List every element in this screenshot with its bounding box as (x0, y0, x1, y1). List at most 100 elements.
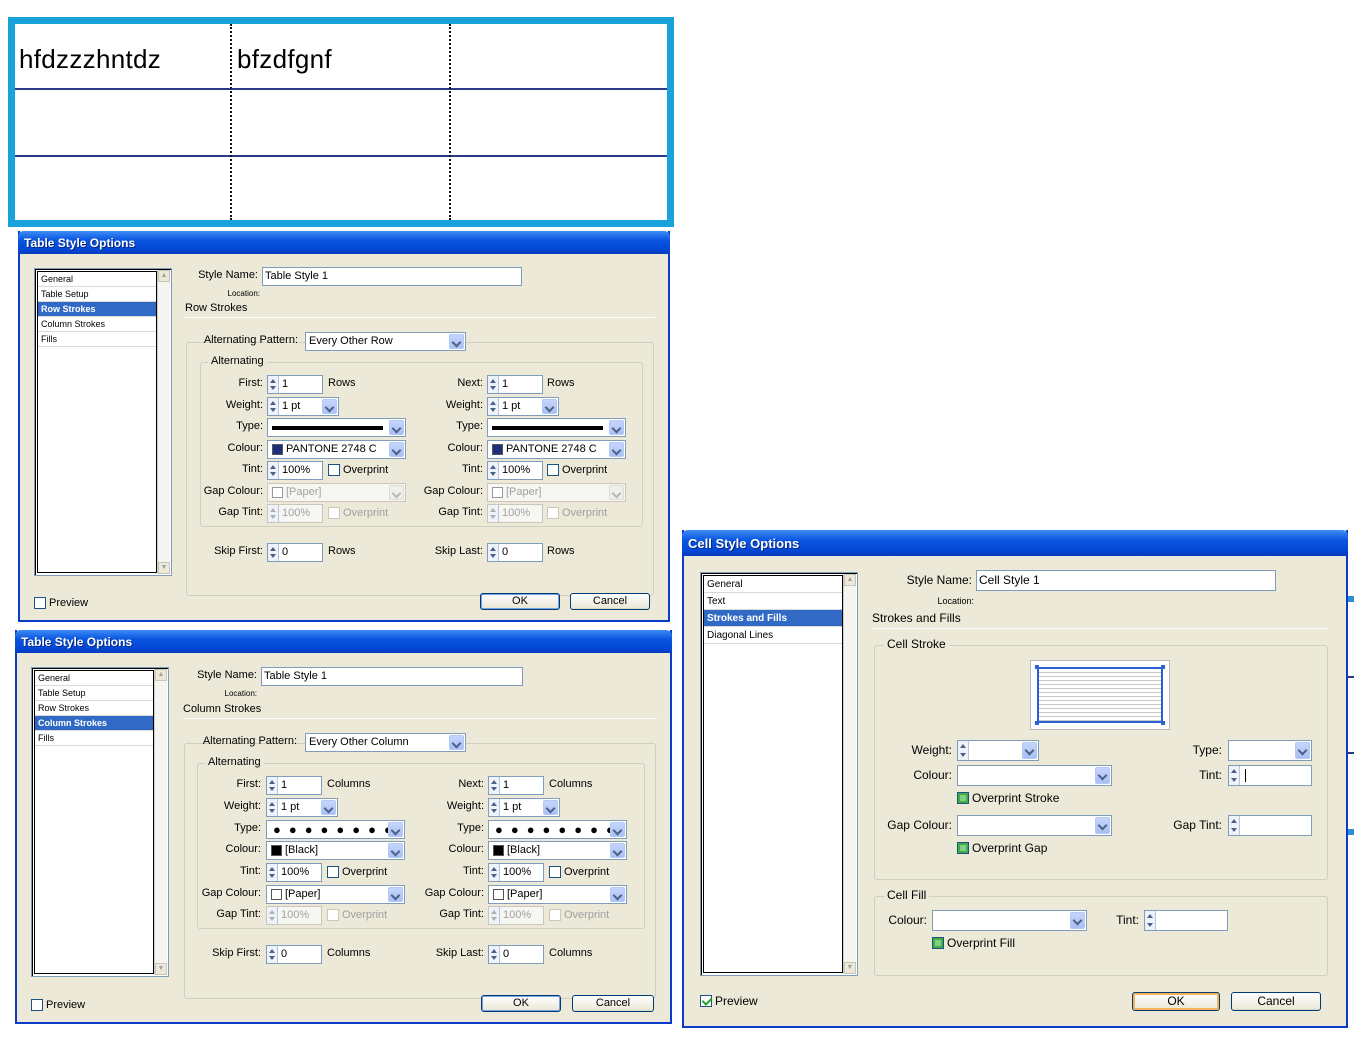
list-scrollbar[interactable]: ▲ ▼ (843, 574, 856, 974)
chevron-down-icon[interactable] (449, 334, 464, 349)
style-name-input[interactable]: Table Style 1 (262, 267, 522, 286)
scroll-down-arrow-icon[interactable]: ▼ (155, 963, 167, 975)
skip-first-stepper[interactable]: 0 (267, 543, 323, 562)
colour-select[interactable]: [Black] (488, 841, 627, 860)
chevron-down-icon[interactable] (321, 800, 336, 815)
weight-stepper[interactable] (957, 740, 1039, 761)
table-cell[interactable]: hfdzzzhntdz (19, 44, 162, 74)
ok-button[interactable]: OK (1132, 992, 1220, 1011)
next-stepper[interactable]: 1 (487, 375, 543, 394)
type-select[interactable]: ●●●●●●●● (488, 820, 627, 839)
ok-button[interactable]: OK (481, 995, 561, 1012)
tint-stepper[interactable] (1228, 765, 1312, 786)
chevron-down-icon[interactable] (1070, 912, 1085, 929)
gap-tint-stepper[interactable]: 100% (266, 906, 322, 925)
gap-tint-stepper[interactable] (1228, 815, 1312, 836)
category-table-setup[interactable]: Table Setup (35, 686, 153, 701)
fill-tint-stepper[interactable] (1144, 910, 1228, 931)
chevron-down-icon[interactable] (1095, 817, 1110, 834)
type-select[interactable] (487, 418, 626, 437)
chevron-down-icon[interactable] (609, 442, 624, 457)
weight-stepper[interactable]: 1 pt (266, 798, 338, 817)
proxy-handle[interactable] (1035, 665, 1039, 669)
first-stepper[interactable]: 1 (267, 375, 323, 394)
colour-select[interactable] (957, 765, 1112, 786)
category-text[interactable]: Text (704, 593, 842, 610)
chevron-down-icon[interactable] (388, 822, 403, 837)
style-name-input[interactable]: Table Style 1 (261, 667, 523, 686)
chevron-down-icon[interactable] (610, 822, 625, 837)
category-column-strokes[interactable]: Column Strokes (35, 716, 153, 731)
scroll-down-arrow-icon[interactable]: ▼ (158, 562, 170, 574)
chevron-down-icon[interactable] (1095, 767, 1110, 784)
chevron-down-icon[interactable] (609, 420, 624, 435)
alternating-pattern-select[interactable]: Every Other Row (305, 332, 466, 351)
category-list[interactable]: General Table Setup Row Strokes Column S… (34, 268, 172, 576)
colour-select[interactable]: PANTONE 2748 C (267, 440, 406, 459)
chevron-down-icon[interactable] (543, 800, 558, 815)
category-table-setup[interactable]: Table Setup (38, 287, 156, 302)
weight-stepper[interactable]: 1 pt (488, 798, 560, 817)
table-cell[interactable]: bfzdfgnf (237, 44, 332, 74)
category-column-strokes[interactable]: Column Strokes (38, 317, 156, 332)
list-scrollbar[interactable]: ▲ ▼ (154, 669, 167, 975)
stroke-proxy[interactable] (1030, 660, 1170, 730)
category-general[interactable]: General (38, 272, 156, 287)
category-list[interactable]: General Table Setup Row Strokes Column S… (31, 667, 169, 977)
skip-first-stepper[interactable]: 0 (266, 945, 322, 964)
tint-stepper[interactable]: 100% (488, 863, 544, 882)
scroll-up-arrow-icon[interactable]: ▲ (155, 669, 167, 681)
proxy-handle[interactable] (1161, 721, 1165, 725)
chevron-down-icon[interactable] (542, 399, 557, 414)
category-fills[interactable]: Fills (35, 731, 153, 746)
category-fills[interactable]: Fills (38, 332, 156, 347)
tint-stepper[interactable]: 100% (487, 461, 543, 480)
tint-stepper[interactable]: 100% (266, 863, 322, 882)
chevron-down-icon[interactable] (449, 735, 464, 750)
chevron-down-icon[interactable] (389, 420, 404, 435)
gap-colour-select[interactable]: [Paper] (267, 483, 406, 502)
gap-colour-select[interactable] (957, 815, 1112, 836)
chevron-down-icon[interactable] (388, 843, 403, 858)
type-select[interactable]: ●●●●●●●● (266, 820, 405, 839)
gap-colour-select[interactable]: [Paper] (266, 885, 405, 904)
tint-stepper[interactable]: 100% (267, 461, 323, 480)
cancel-button[interactable]: Cancel (572, 995, 654, 1012)
scroll-down-arrow-icon[interactable]: ▼ (844, 962, 856, 974)
proxy-handle[interactable] (1161, 665, 1165, 669)
category-row-strokes[interactable]: Row Strokes (35, 701, 153, 716)
alternating-pattern-select[interactable]: Every Other Column (305, 733, 466, 752)
first-stepper[interactable]: 1 (266, 776, 322, 795)
gap-tint-stepper[interactable]: 100% (267, 504, 323, 523)
weight-stepper[interactable]: 1 pt (487, 397, 559, 416)
chevron-down-icon[interactable] (610, 843, 625, 858)
scroll-up-arrow-icon[interactable]: ▲ (844, 574, 856, 586)
skip-last-stepper[interactable]: 0 (487, 543, 543, 562)
chevron-down-icon[interactable] (610, 887, 625, 902)
proxy-handle[interactable] (1035, 721, 1039, 725)
skip-last-stepper[interactable]: 0 (488, 945, 544, 964)
category-general[interactable]: General (704, 576, 842, 593)
gap-colour-select[interactable]: [Paper] (487, 483, 626, 502)
scroll-up-arrow-icon[interactable]: ▲ (158, 270, 170, 282)
chevron-down-icon[interactable] (322, 399, 337, 414)
list-scrollbar[interactable]: ▲ ▼ (157, 270, 170, 574)
next-stepper[interactable]: 1 (488, 776, 544, 795)
chevron-down-icon[interactable] (609, 485, 624, 500)
type-select[interactable] (1228, 740, 1312, 761)
cancel-button[interactable]: Cancel (570, 593, 650, 610)
weight-stepper[interactable]: 1 pt (267, 397, 339, 416)
category-general[interactable]: General (35, 671, 153, 686)
chevron-down-icon[interactable] (389, 485, 404, 500)
type-select[interactable] (267, 418, 406, 437)
gap-tint-stepper[interactable]: 100% (488, 906, 544, 925)
gap-tint-stepper[interactable]: 100% (487, 504, 543, 523)
category-strokes-and-fills[interactable]: Strokes and Fills (704, 610, 842, 627)
chevron-down-icon[interactable] (1022, 742, 1037, 759)
colour-select[interactable]: [Black] (266, 841, 405, 860)
chevron-down-icon[interactable] (388, 887, 403, 902)
category-diagonal-lines[interactable]: Diagonal Lines (704, 627, 842, 644)
category-row-strokes[interactable]: Row Strokes (38, 302, 156, 317)
chevron-down-icon[interactable] (389, 442, 404, 457)
cancel-button[interactable]: Cancel (1231, 992, 1321, 1011)
